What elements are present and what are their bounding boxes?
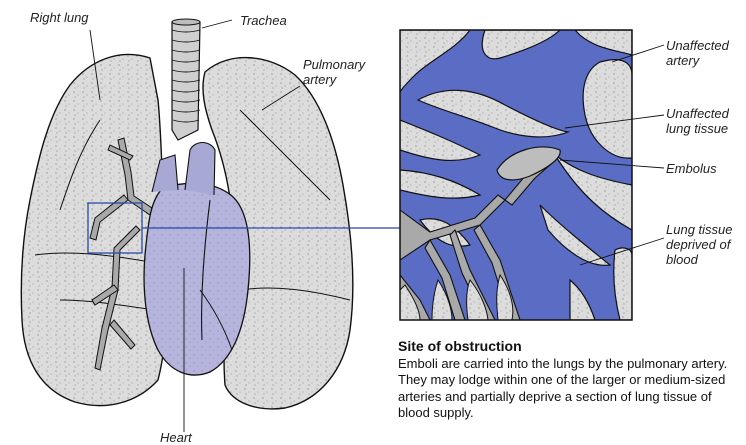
label-deprived-tissue: Lung tissue deprived of blood (666, 222, 733, 267)
label-heart: Heart (160, 430, 192, 445)
label-unaffected-artery: Unaffected artery (666, 38, 729, 68)
magnified-view (400, 30, 632, 320)
caption: Site of obstruction Emboli are carried i… (398, 338, 738, 422)
label-right-lung: Right lung (30, 10, 89, 25)
label-trachea: Trachea (240, 13, 287, 28)
label-pulmonary-artery: Pulmonary artery (303, 57, 365, 87)
trachea-leader (202, 20, 232, 28)
caption-body: Emboli are carried into the lungs by the… (398, 356, 727, 421)
trachea (172, 19, 200, 140)
label-embolus: Embolus (666, 161, 717, 176)
caption-title: Site of obstruction (398, 338, 738, 355)
label-unaffected-tissue: Unaffected lung tissue (666, 106, 729, 136)
